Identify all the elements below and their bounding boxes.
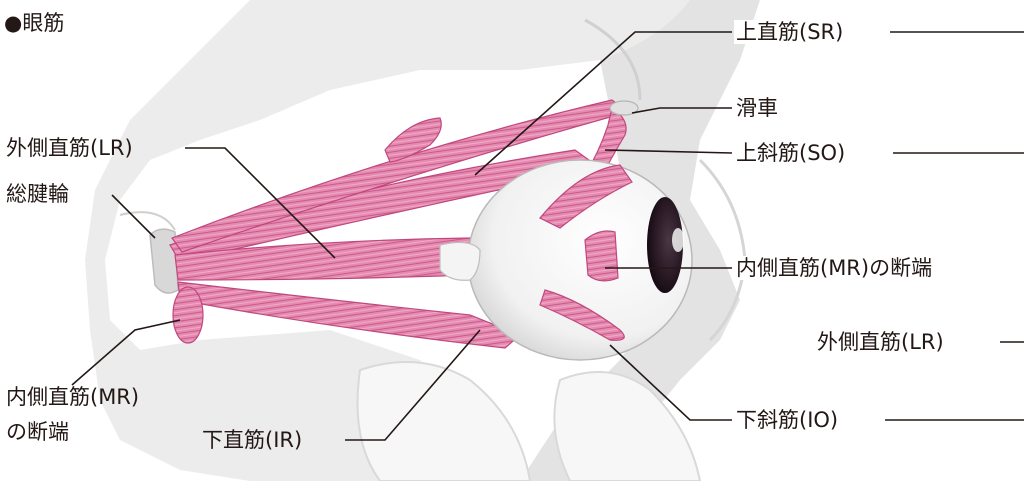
label-lateral-rectus-right: 外側直筋(LR) (815, 330, 946, 354)
label-superior-rectus: 上直筋(SR) (734, 20, 846, 44)
muscles (169, 99, 630, 349)
label-inferior-rectus: 下直筋(IR) (202, 428, 303, 452)
label-trochlea: 滑車 (736, 96, 778, 120)
eyeball (439, 159, 693, 361)
title-text: ●眼筋 (4, 11, 65, 35)
diagram-title: ●眼筋 (4, 7, 64, 37)
label-inferior-oblique: 下斜筋(IO) (734, 408, 841, 432)
trochlea-shape (609, 100, 639, 116)
label-medial-rectus-cut-left-line2: の断端 (6, 420, 69, 444)
label-medial-rectus-cut-left-line1: 内側直筋(MR) (6, 385, 140, 409)
label-superior-oblique: 上斜筋(SO) (734, 141, 848, 165)
leader-lines (71, 31, 1024, 441)
label-medial-rectus-cut-right: 内側直筋(MR)の断端 (734, 256, 935, 280)
label-lateral-rectus-left: 外側直筋(LR) (6, 136, 133, 160)
label-annulus: 総腱輪 (6, 182, 69, 206)
orbit-bone (85, 0, 760, 481)
